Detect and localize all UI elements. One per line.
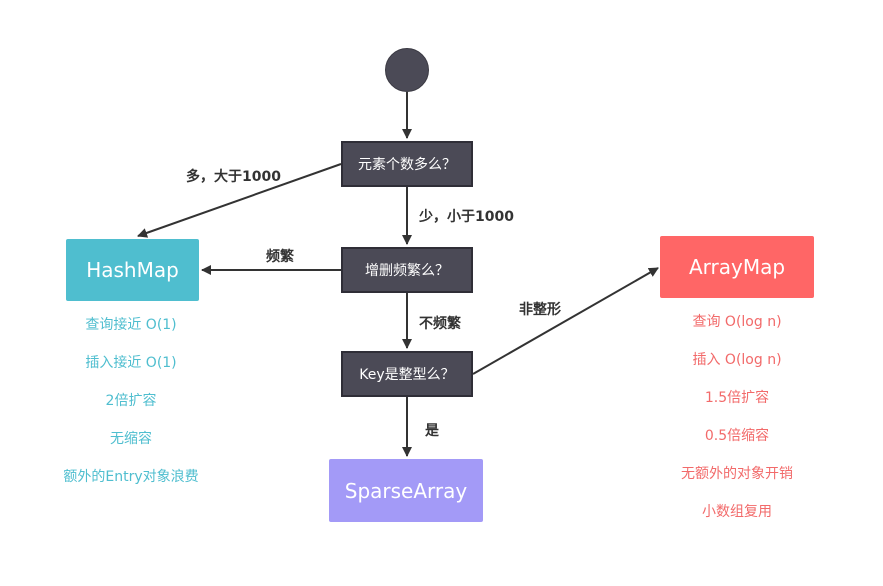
hashmap-note: 2倍扩容 bbox=[105, 393, 157, 409]
edge-label-infrequent: 不频繁 bbox=[419, 316, 461, 332]
result-arraymap-label: ArrayMap bbox=[688, 255, 786, 279]
decision-key-integer: Key是整型么？ bbox=[341, 351, 473, 397]
hashmap-note: 无缩容 bbox=[110, 431, 152, 447]
hashmap-note: 插入接近 O(1) bbox=[85, 355, 177, 371]
decision-key-integer-label: Key是整型么？ bbox=[359, 367, 455, 383]
edge-key-to-arraymap bbox=[472, 267, 659, 375]
edge-label-is-integer: 是 bbox=[425, 423, 439, 439]
result-arraymap: ArrayMap bbox=[660, 236, 814, 298]
edge-label-few: 少，小于1000 bbox=[419, 209, 514, 225]
decision-element-count: 元素个数多么？ bbox=[341, 141, 473, 187]
result-sparsearray: SparseArray bbox=[329, 459, 483, 522]
edge-count-to-hashmap bbox=[137, 163, 342, 238]
hashmap-note: 查询接近 O(1) bbox=[85, 317, 177, 333]
arraymap-note: 0.5倍缩容 bbox=[704, 428, 770, 444]
arraymap-note: 查询 O(log n) bbox=[692, 314, 782, 330]
arraymap-note: 无额外的对象开销 bbox=[681, 466, 793, 482]
arraymap-note: 1.5倍扩容 bbox=[704, 390, 770, 406]
result-hashmap-label: HashMap bbox=[86, 258, 179, 282]
arraymap-note: 小数组复用 bbox=[702, 504, 772, 520]
edge-label-many: 多，大于1000 bbox=[186, 169, 281, 185]
decision-element-count-label: 元素个数多么？ bbox=[358, 157, 456, 173]
arraymap-note: 插入 O(log n) bbox=[692, 352, 782, 368]
result-sparsearray-label: SparseArray bbox=[344, 478, 468, 503]
start-node bbox=[385, 48, 429, 92]
hashmap-note: 额外的Entry对象浪费 bbox=[63, 469, 199, 485]
edge-label-not-integer: 非整形 bbox=[519, 302, 561, 318]
edge-label-frequent: 频繁 bbox=[266, 249, 294, 265]
result-hashmap: HashMap bbox=[66, 239, 199, 301]
decision-frequent-changes: 增删频繁么？ bbox=[341, 247, 473, 293]
decision-frequent-changes-label: 增删频繁么？ bbox=[365, 263, 449, 279]
